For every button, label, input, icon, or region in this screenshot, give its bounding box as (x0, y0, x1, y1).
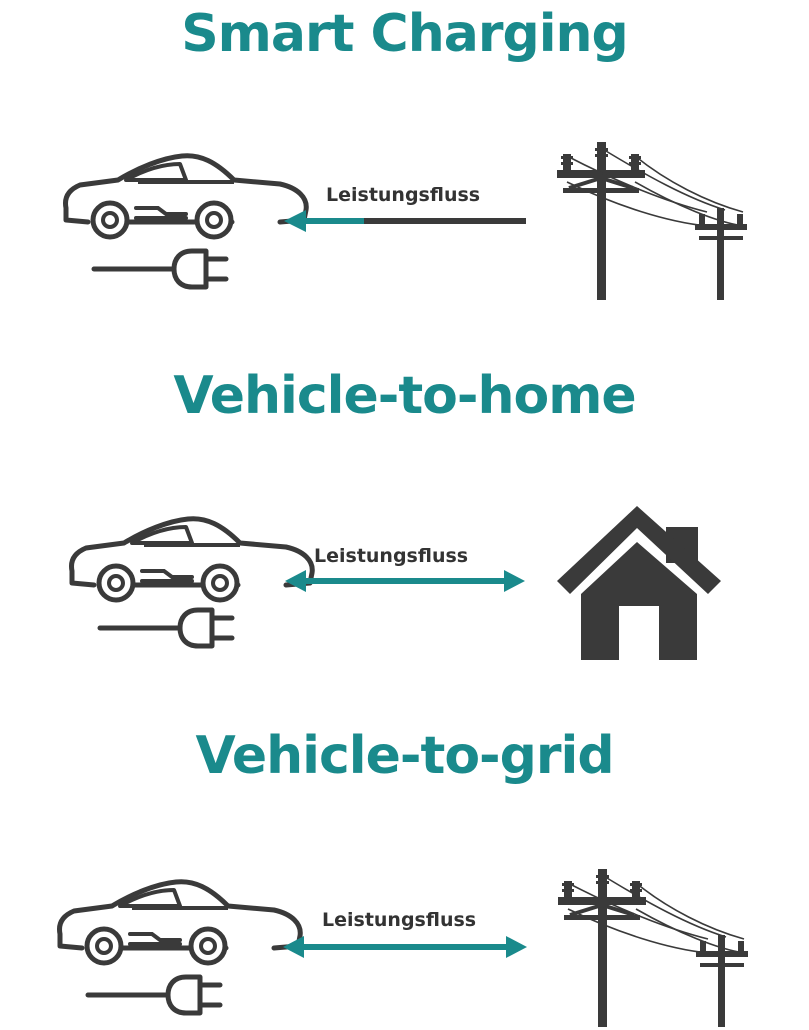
car-icon (72, 519, 313, 600)
flow-label-vehicle-to-home: Leistungsfluss (314, 545, 469, 567)
section-title-vehicle-to-grid: Vehicle-to-grid (195, 726, 614, 786)
flow-label-smart-charging: Leistungsfluss (326, 184, 481, 206)
car-icon (60, 882, 301, 963)
flow-arrow-bidirectional (285, 570, 525, 592)
flow-arrow-bidirectional (283, 936, 527, 958)
power-pole-icon (555, 140, 749, 302)
flow-label-vehicle-to-grid: Leistungsfluss (322, 909, 477, 931)
section-title-vehicle-to-home: Vehicle-to-home (173, 366, 636, 426)
house-icon (557, 506, 721, 660)
section-title-smart-charging: Smart Charging (181, 4, 629, 64)
car-icon (66, 156, 307, 237)
power-pole-icon (556, 867, 750, 1029)
flow-arrow-left (284, 210, 526, 232)
plug-icon (88, 977, 220, 1013)
plug-icon (94, 251, 226, 287)
plug-icon (100, 610, 232, 646)
